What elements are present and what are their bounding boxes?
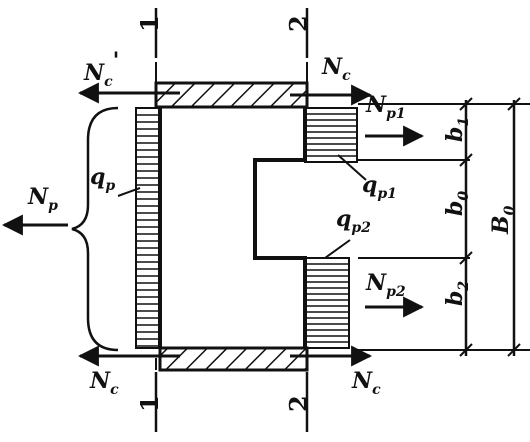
- leader-qp2: [324, 239, 351, 259]
- label-nc-bottom-left: Nc: [89, 368, 119, 398]
- label-np1: Np1: [365, 92, 406, 122]
- bottom-flange-hatched: [158, 346, 309, 372]
- section-label-1-top: 1: [135, 15, 164, 32]
- label-qp1: qp1: [362, 172, 397, 202]
- leader-qp: [117, 187, 141, 197]
- label-nc-top: Nc: [321, 54, 351, 84]
- section-label-1-bottom: 1: [135, 395, 164, 412]
- load-qp-distribution: [135, 107, 161, 349]
- label-B0: B0: [488, 205, 518, 235]
- label-np: Np: [27, 184, 58, 214]
- section-lines: [154, 8, 309, 432]
- label-b0: b0: [442, 191, 472, 216]
- label-np2: Np2: [365, 270, 406, 300]
- leader-qp1: [337, 154, 367, 181]
- label-qp: qp: [90, 164, 115, 194]
- label-nc-bottom-right: Nc: [351, 368, 381, 398]
- label-nc-prime-top: Nc': [83, 48, 119, 90]
- load-qp1-distribution: [304, 107, 358, 163]
- section-label-2-top: 2: [284, 15, 313, 32]
- brace-left: [71, 106, 119, 352]
- section-label-2-bottom: 2: [284, 395, 313, 412]
- label-b2: b2: [442, 281, 472, 306]
- label-b1: b1: [442, 117, 472, 142]
- load-qp2-distribution: [304, 257, 350, 349]
- wall-outline: [158, 108, 307, 348]
- label-qp2: qp2: [336, 206, 371, 236]
- dimension-lines: [358, 97, 530, 357]
- top-flange-hatched: [154, 81, 309, 109]
